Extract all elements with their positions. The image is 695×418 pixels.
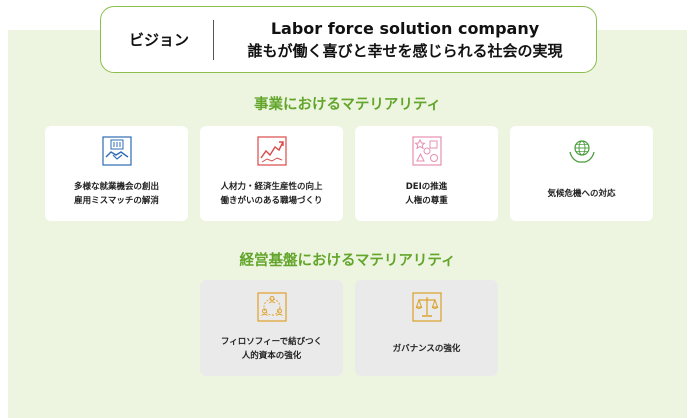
vision-box: ビジョン Labor force solution company 誰もが働く喜… bbox=[100, 6, 597, 73]
scales-icon bbox=[411, 292, 442, 322]
business-materiality-title: 事業におけるマテリアリティ bbox=[253, 97, 442, 113]
foundation-materiality-title: 経営基盤におけるマテリアリティ bbox=[239, 253, 456, 269]
materiality-label: 人材力・経済生産性の向上 働きがいのある職場づくり bbox=[220, 181, 323, 206]
materiality-label: フィロソフィーで結びつく 人的資本の強化 bbox=[220, 337, 323, 361]
materiality-card-human-capital: フィロソフィーで結びつく 人的資本の強化 bbox=[200, 280, 343, 376]
vision-title-ja: 誰もが働く喜びと幸せを感じられる社会の実現 bbox=[247, 41, 563, 60]
materiality-label: DEIの推進 人権の尊重 bbox=[405, 181, 448, 206]
globe-hands-icon bbox=[568, 140, 595, 163]
materiality-label: 気候危機への対応 bbox=[547, 188, 616, 199]
handshake-building-icon bbox=[101, 136, 132, 166]
vision-divider bbox=[213, 19, 214, 60]
background-panel bbox=[8, 30, 687, 418]
vision-title-en: Labor force solution company bbox=[270, 18, 540, 38]
growth-chart-icon bbox=[256, 136, 287, 166]
vision-statement: Labor force solution company 誰もが働く喜びと幸せを… bbox=[214, 18, 596, 62]
materiality-card-employment: 多様な就業機会の創出 雇用ミスマッチの解消 bbox=[45, 126, 188, 221]
materiality-card-governance: ガバナンスの強化 bbox=[355, 280, 498, 376]
materiality-label: 多様な就業機会の創出 雇用ミスマッチの解消 bbox=[73, 181, 159, 206]
people-network-icon bbox=[256, 292, 287, 322]
diversity-shapes-icon bbox=[411, 136, 442, 166]
materiality-card-climate: 気候危機への対応 bbox=[510, 126, 653, 221]
vision-label: ビジョン bbox=[128, 31, 189, 49]
materiality-label: ガバナンスの強化 bbox=[392, 344, 461, 354]
materiality-card-dei: DEIの推進 人権の尊重 bbox=[355, 126, 498, 221]
materiality-card-productivity: 人材力・経済生産性の向上 働きがいのある職場づくり bbox=[200, 126, 343, 221]
